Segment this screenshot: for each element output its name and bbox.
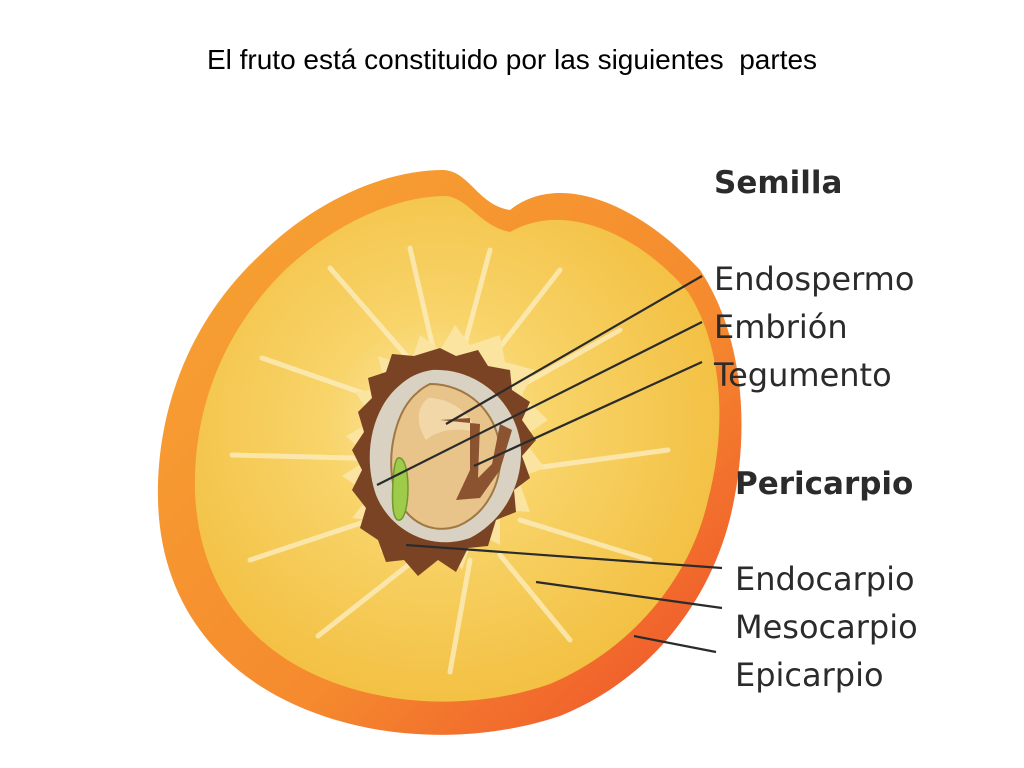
leader-mesocarpio <box>535 580 723 610</box>
label-endocarpio: Endocarpio <box>735 560 915 598</box>
leader-epicarpio <box>633 634 717 654</box>
leader-endospermo <box>445 275 703 425</box>
label-mesocarpio: Mesocarpio <box>735 608 918 646</box>
leader-tegumento <box>473 360 703 468</box>
leader-lines <box>376 275 723 654</box>
label-embrion: Embrión <box>714 308 848 346</box>
slide-title: El fruto está constituido por las siguie… <box>206 44 818 75</box>
label-tegumento: Tegumento <box>714 356 892 394</box>
label-endospermo: Endospermo <box>714 260 915 298</box>
leader-embrion <box>376 321 703 486</box>
seed-heading: Semilla <box>714 165 843 201</box>
endosperm-highlight <box>418 398 476 440</box>
seed-fold <box>440 418 512 500</box>
label-epicarpio: Epicarpio <box>735 656 884 694</box>
pericarp-heading: Pericarpio <box>735 466 914 502</box>
embryo <box>391 457 409 521</box>
leader-endocarpio <box>405 543 723 570</box>
